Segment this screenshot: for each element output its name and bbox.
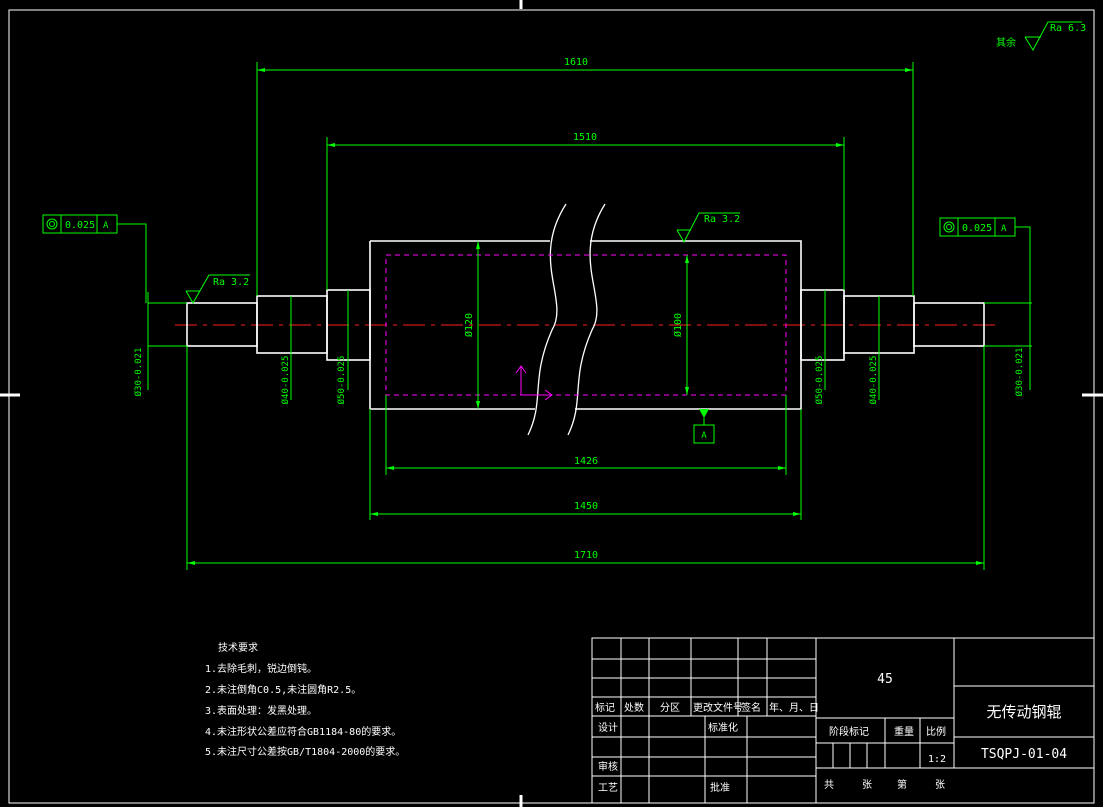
roughness-prefix: 其余 bbox=[996, 36, 1016, 49]
part-name: 无传动钢辊 bbox=[986, 703, 1061, 721]
svg-text:签名: 签名 bbox=[741, 701, 761, 714]
svg-text:0.025: 0.025 bbox=[65, 220, 95, 231]
title-block bbox=[591, 637, 1095, 804]
dim-1710: 1710 bbox=[574, 550, 598, 561]
drawing-number: TSQPJ-01-04 bbox=[981, 747, 1067, 762]
inner-bore-hidden bbox=[385, 254, 787, 396]
dim-dia-right-end: Ø30-0.021 bbox=[1014, 348, 1025, 397]
dim-1450: 1450 bbox=[574, 501, 598, 512]
concentricity-icon bbox=[943, 221, 955, 233]
svg-text:A: A bbox=[1001, 224, 1007, 234]
svg-text:审核: 审核 bbox=[598, 760, 618, 773]
note-4: 4.未注形状公差应符合GB1184-80的要求。 bbox=[205, 725, 401, 738]
svg-text:阶段标记: 阶段标记 bbox=[829, 725, 869, 738]
dim-1610: 1610 bbox=[564, 57, 588, 68]
scale-value: 1:2 bbox=[928, 754, 946, 765]
svg-text:工艺: 工艺 bbox=[598, 782, 618, 794]
break-lines bbox=[527, 203, 606, 436]
svg-text:处数: 处数 bbox=[624, 701, 644, 714]
svg-text:A: A bbox=[701, 431, 707, 441]
sheet-border bbox=[8, 9, 1095, 804]
concentricity-icon bbox=[46, 218, 58, 230]
svg-text:Ra 3.2: Ra 3.2 bbox=[704, 214, 740, 225]
note-5: 5.未注尺寸公差按GB/T1804-2000的要求。 bbox=[205, 745, 405, 758]
svg-text:批准: 批准 bbox=[710, 781, 730, 794]
notes-title: 技术要求 bbox=[218, 641, 258, 654]
dimension-texts: 1610 1510 1426 1450 1710 Ø120 Ø100 Ø30-0… bbox=[133, 57, 1025, 561]
svg-text:设计: 设计 bbox=[598, 721, 618, 734]
dim-dia-body: Ø120 bbox=[463, 313, 475, 337]
svg-text:年、月、日: 年、月、日 bbox=[769, 701, 819, 714]
svg-text:共: 共 bbox=[824, 779, 834, 791]
svg-text:张: 张 bbox=[862, 779, 872, 791]
roughness-body: Ra 3.2 bbox=[676, 212, 740, 244]
svg-text:标记: 标记 bbox=[595, 702, 615, 714]
svg-text:0.025: 0.025 bbox=[962, 223, 992, 234]
right-shaft-end bbox=[913, 302, 985, 347]
dimension-arrows bbox=[187, 68, 984, 565]
note-3: 3.表面处理：发黑处理。 bbox=[205, 704, 317, 717]
dim-dia-left-end: Ø30-0.021 bbox=[133, 348, 144, 397]
svg-text:更改文件号: 更改文件号 bbox=[693, 701, 743, 714]
svg-text:Ra 3.2: Ra 3.2 bbox=[213, 277, 249, 288]
note-1: 1.去除毛刺，锐边倒钝。 bbox=[205, 662, 317, 675]
note-2: 2.未注倒角C0.5,未注圆角R2.5。 bbox=[205, 683, 361, 696]
svg-text:标准化: 标准化 bbox=[708, 721, 738, 734]
dim-dia-left-hub: Ø50-0.025 bbox=[336, 356, 347, 405]
svg-text:分区: 分区 bbox=[660, 702, 680, 714]
ucs-arrows bbox=[515, 365, 553, 401]
datum-symbol: A bbox=[693, 409, 715, 444]
general-roughness: 其余 Ra 6.3 bbox=[996, 21, 1086, 52]
svg-text:A: A bbox=[103, 221, 109, 231]
tolerance-frame-right: 0.025 A bbox=[939, 217, 1016, 237]
dimension-lines bbox=[117, 62, 1032, 570]
roughness-general-value: Ra 6.3 bbox=[1050, 23, 1086, 34]
dim-dia-left-mid: Ø40-0.025 bbox=[280, 356, 291, 405]
dim-dia-right-hub: Ø50-0.025 bbox=[814, 356, 825, 405]
dim-dia-right-mid: Ø40-0.025 bbox=[868, 356, 879, 405]
svg-text:张: 张 bbox=[935, 779, 945, 791]
roughness-shaft: Ra 3.2 bbox=[185, 274, 250, 304]
tolerance-frame-left: 0.025 A bbox=[42, 214, 118, 234]
dim-1426: 1426 bbox=[574, 456, 598, 467]
svg-text:重量: 重量 bbox=[894, 725, 914, 738]
title-block-texts: 标记 处数 分区 更改文件号 签名 年、月、日 设计 标准化 审核 工艺 批准 … bbox=[595, 672, 1067, 794]
dim-1510: 1510 bbox=[573, 132, 597, 143]
technical-notes: 技术要求 1.去除毛刺，锐边倒钝。 2.未注倒角C0.5,未注圆角R2.5。 3… bbox=[205, 641, 405, 758]
material: 45 bbox=[877, 672, 893, 687]
svg-text:比例: 比例 bbox=[926, 725, 946, 738]
svg-text:第: 第 bbox=[897, 778, 907, 791]
dim-dia-inner: Ø100 bbox=[672, 313, 684, 337]
corner-ticks bbox=[8, 375, 1095, 415]
